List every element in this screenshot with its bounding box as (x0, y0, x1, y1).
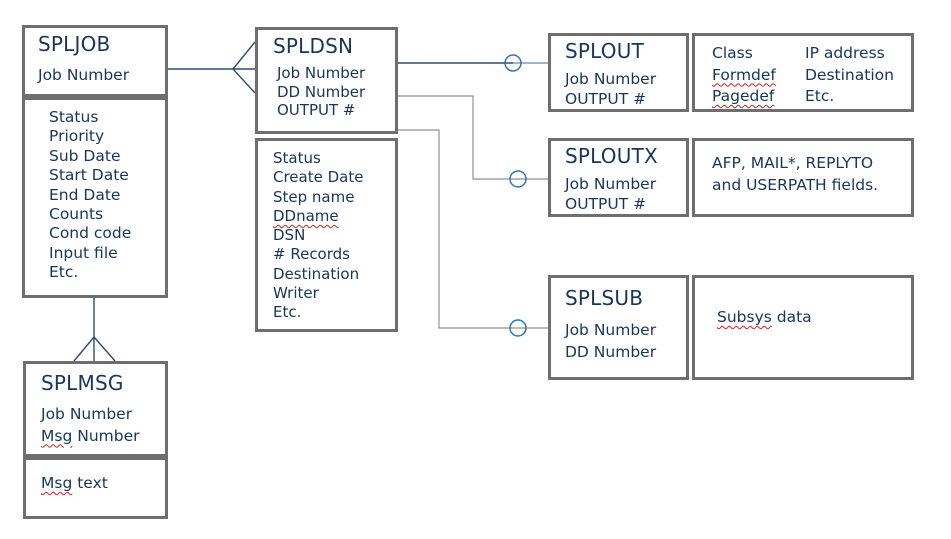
misspelled-word: Formdef (712, 65, 776, 84)
relation-circle-sploutx-icon (509, 170, 527, 188)
misspelled-word: Pagedef (712, 87, 775, 105)
spldsn-splsub-line (398, 129, 548, 329)
field-label-rest: Number (72, 426, 140, 445)
field-label: Counts (49, 205, 104, 224)
entity-spljob-attributes: Status Priority Sub Date Start Date End … (22, 97, 168, 298)
entity-title: SPLOUT (565, 39, 644, 63)
entity-title: SPLOUTX (565, 144, 658, 168)
entity-spldsn-header: SPLDSN Job Number DD Number OUTPUT # (255, 27, 398, 134)
entity-splmsg-header: SPLMSG Job Number Msg Number (23, 361, 168, 457)
field-label: Status (49, 108, 99, 126)
entity-splout-detail-panel: Class Formdef Pagedef IP address Destina… (692, 33, 914, 112)
crows-foot-spldsn-icon (232, 41, 256, 94)
field-label-rest: text (72, 474, 108, 492)
field-label: Job Number (565, 321, 657, 339)
entity-splsub-detail-panel: Subsys data (692, 275, 914, 380)
field-label: Priority (49, 127, 105, 146)
field-label: # Records (273, 245, 350, 264)
field-label: Step name (273, 187, 355, 206)
entity-sploutx-header: SPLOUTX Job Number OUTPUT # (548, 138, 689, 217)
field-label: DD Number (565, 342, 657, 361)
entity-splmsg-attributes: Msg text (23, 457, 168, 519)
field-label: Start Date (49, 166, 129, 185)
panel-text-rest: data (771, 308, 812, 326)
field-label: Job Number (565, 175, 657, 193)
field-label: Formdef (712, 65, 805, 87)
field-label: End Date (49, 185, 121, 204)
entity-title: SPLJOB (38, 32, 111, 56)
field-label: IP address (805, 44, 885, 62)
field-label: Job Number (277, 64, 366, 82)
panel-text: AFP, MAIL*, REPLYTO and USERPATH fields. (712, 154, 879, 194)
field-label: Destination (273, 264, 360, 283)
field-label: DD Number (277, 82, 366, 101)
entity-spldsn-attributes: Status Create Date Step name DDname DSN … (255, 138, 398, 332)
field-label: Writer (273, 284, 319, 303)
entity-splout-header: SPLOUT Job Number OUTPUT # (548, 33, 689, 112)
relation-circle-splout-icon (504, 54, 522, 72)
field-label: Input file (49, 243, 118, 262)
field-label: Job Number (565, 70, 657, 88)
crows-foot-splmsg-icon (73, 335, 116, 362)
field-label: Destination (805, 65, 894, 84)
field-label: Class (712, 44, 753, 62)
field-label: Pagedef (712, 86, 805, 108)
field-label: Etc. (805, 87, 835, 105)
entity-title: SPLMSG (41, 371, 124, 395)
field-label: Etc. (273, 303, 302, 322)
field-label: Job Number (38, 66, 130, 84)
field-label: Msg Number (41, 426, 165, 448)
field-label: DSN (273, 226, 306, 245)
field-label: Msg text (41, 474, 165, 492)
field-label: DDname (273, 207, 395, 226)
entity-title: SPLSUB (565, 286, 644, 310)
misspelled-word: DDname (273, 206, 339, 225)
field-label: Job Number (41, 405, 133, 423)
entity-splsub-header: SPLSUB Job Number DD Number (548, 275, 689, 380)
field-label: Create Date (273, 168, 364, 187)
field-label: Etc. (49, 263, 79, 282)
field-label: OUTPUT # (277, 101, 356, 119)
entity-title: SPLDSN (273, 34, 354, 58)
misspelled-word: Msg (41, 426, 73, 445)
misspelled-word: Msg (41, 474, 73, 492)
field-label: Status (273, 149, 321, 167)
field-label: Sub Date (49, 146, 121, 165)
spldsn-sploutx-line (398, 95, 548, 180)
field-label: OUTPUT # (565, 195, 647, 213)
entity-spljob-header: SPLJOB Job Number (22, 25, 168, 97)
entity-sploutx-detail-panel: AFP, MAIL*, REPLYTO and USERPATH fields. (692, 138, 914, 217)
field-label: Cond code (49, 224, 132, 243)
panel-text: Subsys data (717, 308, 911, 326)
relation-circle-splsub-icon (509, 319, 527, 337)
misspelled-word: Subsys (717, 308, 772, 326)
field-label: OUTPUT # (565, 90, 647, 108)
